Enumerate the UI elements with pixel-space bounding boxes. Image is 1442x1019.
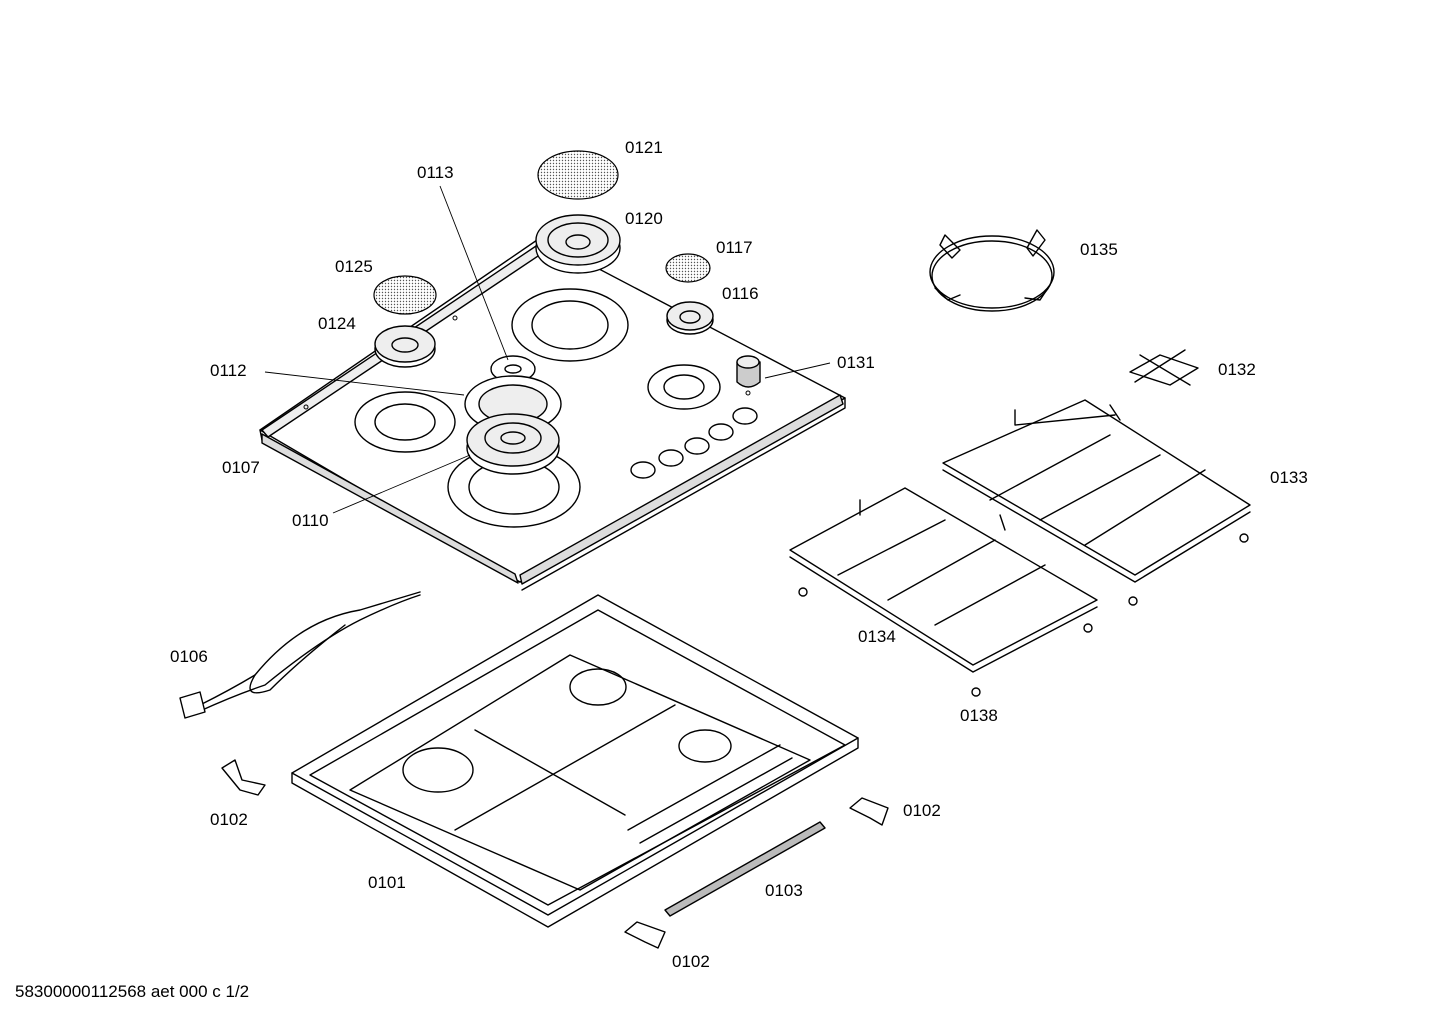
label-0131: 0131 (837, 353, 875, 372)
wok-ring-support (929, 229, 1055, 312)
label-0121: 0121 (625, 138, 663, 157)
burner-cap-large (537, 150, 619, 200)
label-0113: 0113 (417, 163, 454, 182)
label-0103: 0103 (765, 881, 803, 900)
clip-bottom (624, 921, 666, 949)
burner-cap-small-right (665, 253, 711, 283)
drawing-footer: 58300000112568 aet 000 c 1/2 (15, 982, 249, 1001)
callout-labels: 0121 0113 0120 0117 0135 0125 0116 0124 … (170, 138, 1308, 971)
clip-right (849, 797, 889, 826)
label-0134: 0134 (858, 627, 896, 646)
burner-large (535, 214, 621, 274)
control-knob (736, 355, 761, 388)
label-0112: 0112 (210, 361, 247, 380)
label-0125: 0125 (335, 257, 373, 276)
wok-burner (464, 355, 562, 475)
label-0110: 0110 (292, 511, 329, 530)
rubber-feet (798, 533, 1249, 697)
label-0107: 0107 (222, 458, 260, 477)
label-0135: 0135 (1080, 240, 1118, 259)
burner-small-right (666, 301, 714, 335)
label-0132: 0132 (1218, 360, 1256, 379)
burner-cap-small-left (373, 275, 437, 315)
leader-lines (264, 185, 831, 514)
label-0101: 0101 (368, 873, 406, 892)
label-0120: 0120 (625, 209, 663, 228)
hob-base-tray (291, 594, 859, 928)
pan-support-left (789, 487, 1098, 673)
label-0102-right: 0102 (903, 801, 941, 820)
simmer-plate (1129, 349, 1199, 386)
seal-strip (664, 821, 826, 917)
label-0116: 0116 (722, 284, 759, 303)
burner-small-left (374, 325, 436, 368)
label-0106: 0106 (170, 647, 208, 666)
label-0102-bottom: 0102 (672, 952, 710, 971)
label-0138: 0138 (960, 706, 998, 725)
pan-support-right (942, 399, 1251, 583)
power-cable (179, 591, 421, 719)
clip-left (221, 759, 266, 796)
label-0102-left: 0102 (210, 810, 248, 829)
label-0117: 0117 (716, 238, 753, 257)
label-0133: 0133 (1270, 468, 1308, 487)
label-0124: 0124 (318, 314, 356, 333)
